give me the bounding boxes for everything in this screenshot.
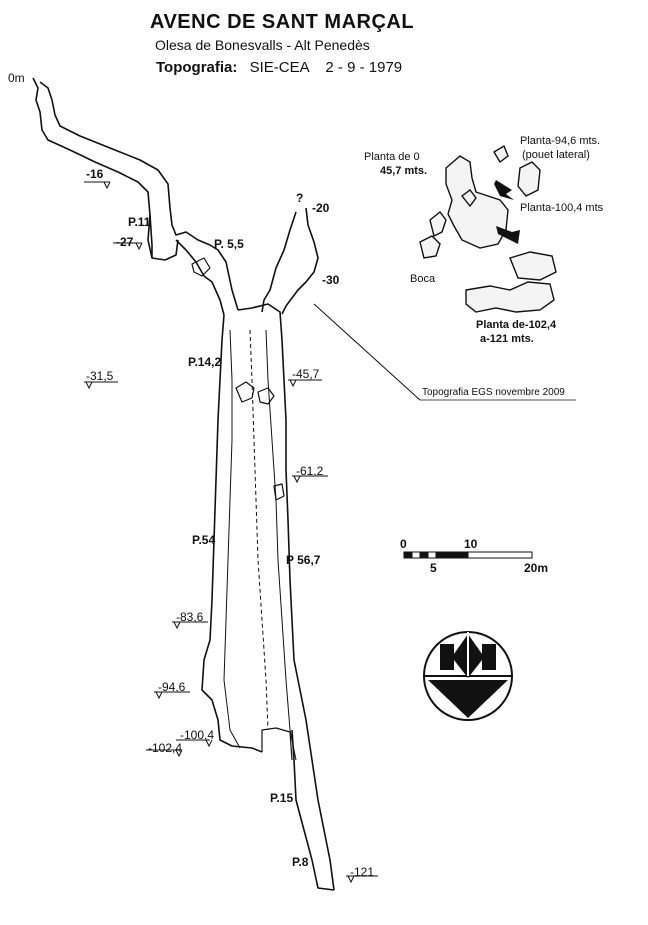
depth-94-6: -94,6: [158, 680, 186, 694]
pitch-p56-7: P 56,7: [286, 553, 321, 567]
entrance-passage-right-wall: [39, 81, 239, 311]
plan-102-label-line1: Planta de-102,4: [476, 319, 557, 331]
depth-61-2: -61,2: [296, 464, 324, 478]
inner-passage-2: [249, 329, 269, 731]
scale-tick-10: 10: [464, 537, 478, 551]
scale-tick-20: 20m: [524, 561, 549, 575]
boulder-detail-3: [273, 483, 285, 501]
pitch-p5-5: P. 5,5: [214, 237, 244, 251]
pitch-p8: P.8: [292, 855, 309, 869]
annotation-leader-line: [313, 303, 421, 401]
depth-0: 0m: [8, 71, 25, 85]
main-shaft-right-wall: [237, 303, 335, 891]
boca-label: Boca: [410, 273, 436, 285]
depth-121: -121: [350, 865, 375, 879]
pitch-p15: P.15: [270, 791, 294, 805]
scale-bar: [403, 551, 533, 559]
depth-45-7: -45,7: [292, 367, 320, 381]
plan-0-label-line1: Planta de 0: [364, 151, 420, 163]
depth-20: -20: [312, 201, 330, 215]
depth-83-6: -83,6: [176, 610, 204, 624]
lower-ledge: [261, 727, 293, 761]
survey-credit-label: Topografia:: [156, 59, 238, 76]
plan-94-label-line2: (pouet lateral): [522, 149, 590, 161]
depth-16: -16: [86, 167, 104, 181]
scale-tick-5: 5: [430, 561, 437, 575]
depth-100-4: -100,4: [180, 728, 215, 742]
p55-ledge: [175, 239, 225, 316]
pitch-p54: P.54: [192, 533, 216, 547]
depth-question: ?: [296, 191, 304, 205]
plan-0-label-line2: 45,7 mts.: [380, 165, 428, 177]
depth-102-4: -102,4: [148, 741, 183, 755]
upper-branch-right: [281, 207, 319, 315]
plan-102-label-line2: a-121 mts.: [480, 333, 534, 345]
boulder-detail-2: [257, 387, 275, 405]
plan-94-label-line1: Planta-94,6 mts.: [520, 135, 601, 147]
depth-27: -27: [116, 235, 134, 249]
main-shaft-left-wall: [201, 314, 263, 753]
diagram-title: AVENC DE SANT MARÇAL: [150, 11, 415, 33]
pitch-p11: P.11: [128, 215, 151, 229]
survey-credit-value: SIE-CEA 2 - 9 - 1979: [249, 59, 403, 76]
upper-branch-left: [261, 211, 297, 313]
boulder-detail-1: [235, 381, 255, 403]
plan-arrows: [494, 180, 520, 244]
plan-view-94: [493, 144, 541, 197]
scale-tick-0: 0: [400, 537, 407, 551]
location-subtitle: Olesa de Bonesvalls - Alt Penedès: [155, 37, 370, 53]
plan-100-label: Planta-100,4 mts: [520, 202, 604, 214]
plan-view-0-45: [419, 155, 509, 259]
depth-30: -30: [322, 273, 340, 287]
depth-31-5: -31,5: [86, 369, 114, 383]
egs-survey-annotation: Topografia EGS novembre 2009: [422, 387, 565, 398]
pitch-p14-2: P.14,2: [188, 355, 222, 369]
boulder-detail-4: [191, 257, 211, 277]
entrance-passage-left-wall: [32, 77, 153, 258]
inner-passage-3: [265, 329, 297, 761]
plan-view-102: [465, 251, 557, 313]
inner-passage-1: [223, 329, 241, 749]
lower-shaft-left: [291, 729, 335, 891]
p11-shaft-left: [147, 214, 179, 261]
survey-credit: Topografia: SIE-CEA 2 - 9 - 1979: [156, 60, 402, 75]
north-arrow-logo: [423, 631, 513, 721]
